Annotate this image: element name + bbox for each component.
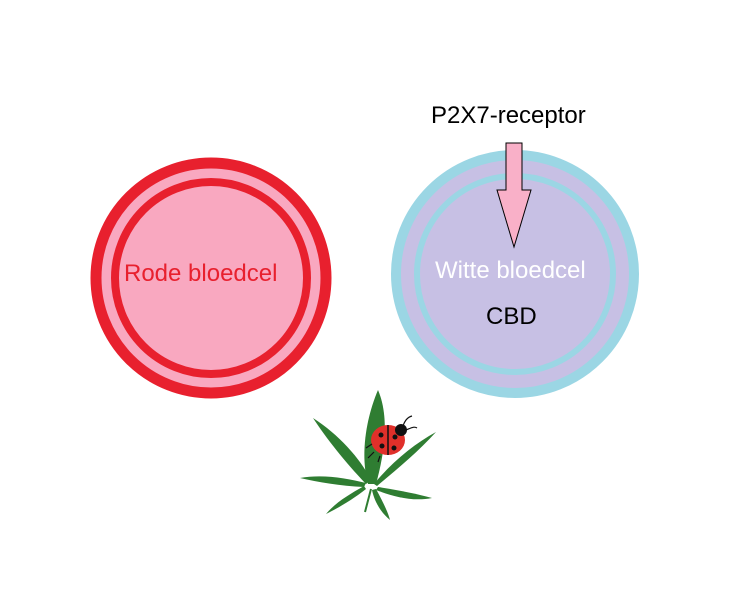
- red-blood-cell: [90, 157, 332, 399]
- red-cell-inner-ring: [111, 178, 311, 378]
- cannabis-leaf-icon: [300, 390, 436, 520]
- cbd-label: CBD: [486, 303, 537, 330]
- receptor-arrow-icon: [496, 142, 532, 249]
- white-cell-label: Witte bloedcel: [435, 257, 586, 284]
- red-cell-outer-ring: [90, 157, 332, 399]
- receptor-label: P2X7-receptor: [431, 102, 586, 129]
- ladybug-icon: [365, 415, 418, 463]
- red-cell-label: Rode bloedcel: [124, 260, 278, 287]
